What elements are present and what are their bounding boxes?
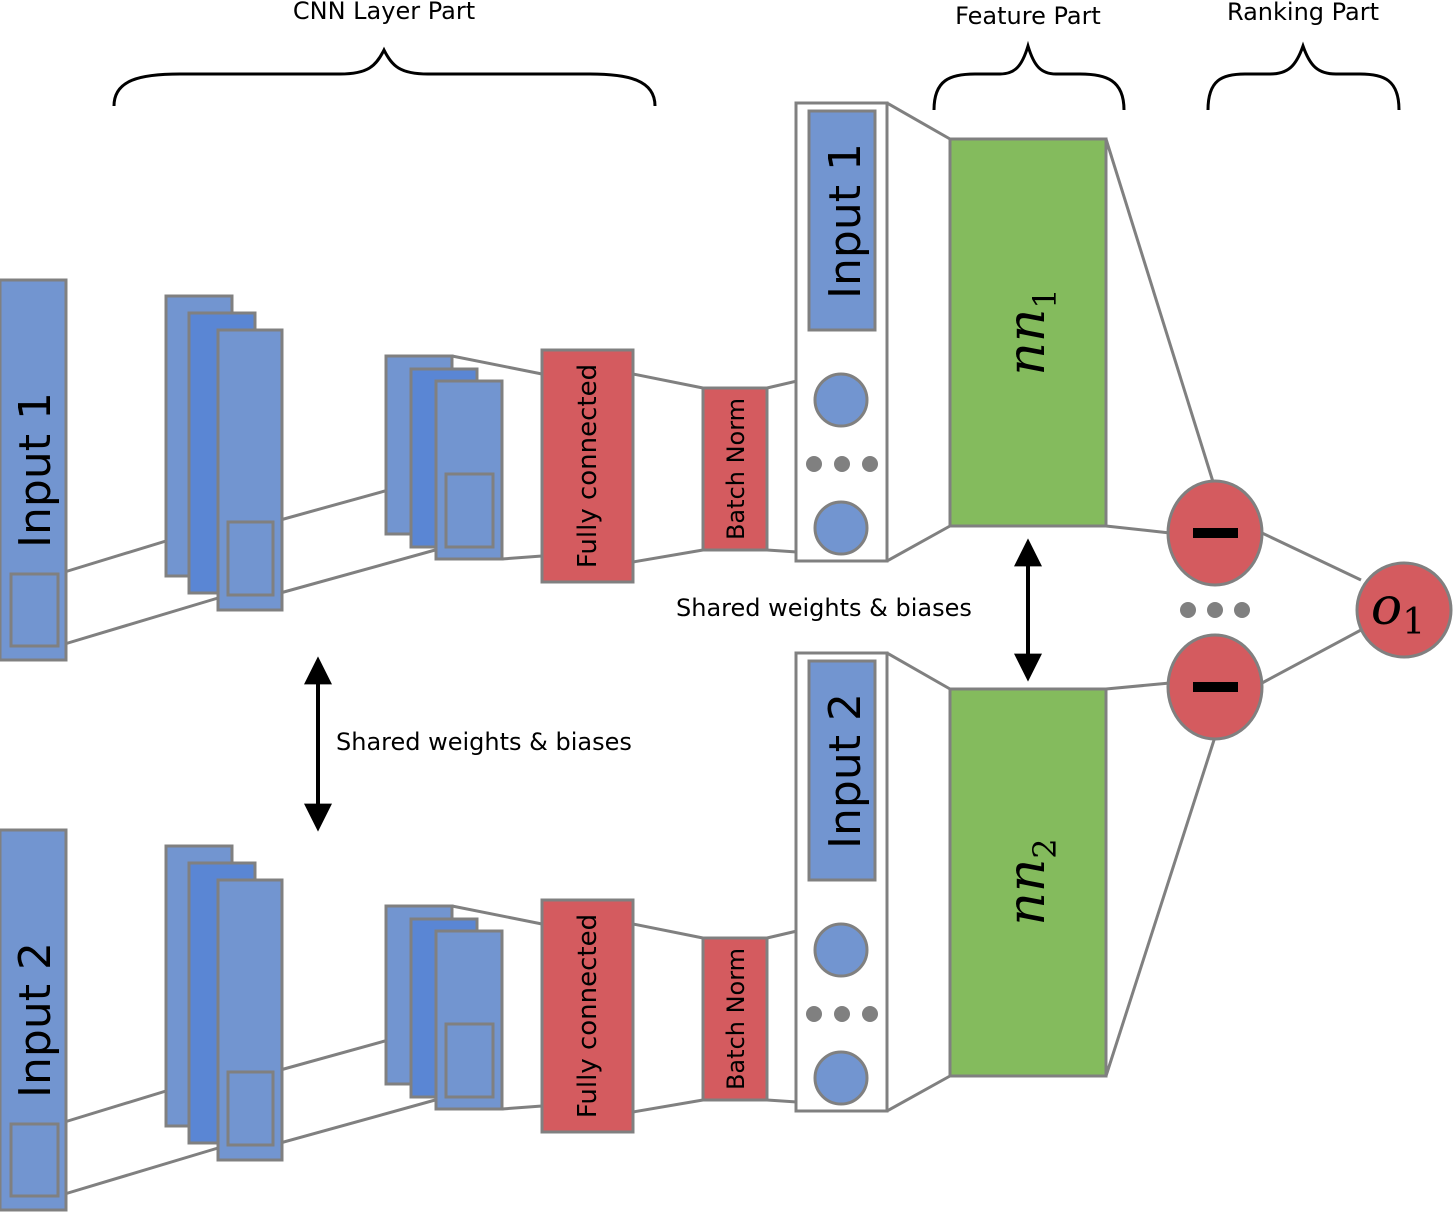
conv-stack-1-patch <box>226 1070 275 1147</box>
batch-norm-block <box>701 936 769 1102</box>
conv-stack-2-patch <box>444 1022 495 1099</box>
feature-input-label: Input 2 <box>820 693 871 849</box>
feature-input-label: Input 1 <box>820 143 871 299</box>
conv-stack-1 <box>164 844 284 1162</box>
input-patch <box>9 572 60 648</box>
cnn-layer-part-label: CNN Layer Part <box>293 0 475 25</box>
feature-input-block <box>807 659 877 882</box>
conv-stack-2 <box>384 354 504 561</box>
nn-block-label: nn2 <box>997 838 1064 925</box>
section-header-cnn: CNN Layer Part <box>112 0 657 107</box>
fully-connected-block <box>540 898 635 1134</box>
shared-weights-label-feature: Shared weights & biases <box>676 594 972 622</box>
input-block-label: Input 2 <box>10 942 61 1098</box>
output-node <box>1355 561 1453 659</box>
shared-weights-label-cnn: Shared weights & biases <box>336 728 632 756</box>
feature-neuron-bottom <box>813 1050 869 1106</box>
nn-block <box>948 137 1108 528</box>
feature-brace <box>932 40 1126 111</box>
section-header-feature: Feature Part <box>932 2 1126 111</box>
branch-2: Input 2 Fully connected Batch Norm Input… <box>0 628 1362 1212</box>
feature-neuron-top <box>813 372 869 428</box>
branch-connectors <box>57 101 1362 648</box>
ranking-part-label: Ranking Part <box>1227 0 1379 26</box>
nn-block <box>948 687 1108 1078</box>
batch-norm-block <box>701 386 769 552</box>
ranking-ellipsis <box>1180 602 1250 618</box>
feature-input-block <box>807 109 877 332</box>
feature-neuron-top <box>813 922 869 978</box>
ranking-brace <box>1206 41 1401 111</box>
batch-norm-label: Batch Norm <box>722 948 750 1090</box>
section-header-ranking: Ranking Part <box>1206 0 1401 111</box>
feature-ellipsis <box>806 1006 878 1022</box>
conv-stack-1-patch <box>226 520 275 597</box>
conv-stack-2 <box>384 904 504 1111</box>
fully-connected-label: Fully connected <box>573 364 603 568</box>
nn-block-label: nn1 <box>997 288 1064 375</box>
conv-stack-2-patch <box>444 472 495 549</box>
feature-ellipsis <box>806 456 878 472</box>
minus-sign <box>1193 682 1238 692</box>
feature-part-label: Feature Part <box>955 2 1101 30</box>
feature-neuron-bottom <box>813 500 869 556</box>
conv-stack-1 <box>164 294 284 612</box>
output-label: o1 <box>1371 577 1425 643</box>
input-block-label: Input 1 <box>10 392 61 548</box>
fully-connected-block <box>540 348 635 584</box>
fully-connected-label: Fully connected <box>573 914 603 1118</box>
input-patch <box>9 1122 60 1198</box>
cnn-brace <box>112 46 657 107</box>
branch-1: Input 1 Fully connected Batch Norm Input… <box>0 101 1362 662</box>
minus-sign <box>1193 528 1238 538</box>
batch-norm-label: Batch Norm <box>722 398 750 540</box>
